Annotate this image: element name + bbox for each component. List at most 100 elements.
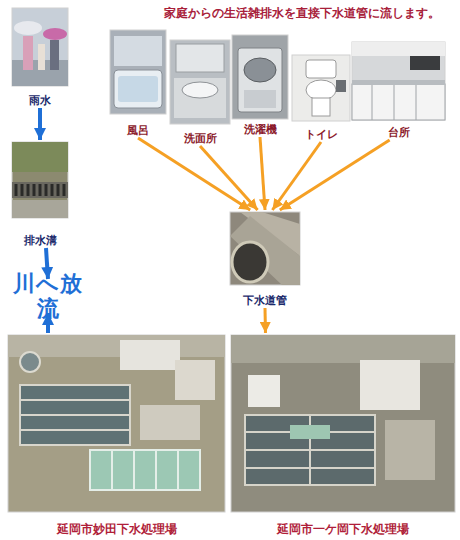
grass <box>12 142 68 172</box>
bathtub <box>114 70 162 108</box>
yard <box>385 420 435 480</box>
washer-photo <box>232 35 288 119</box>
toilet-tank <box>306 60 336 78</box>
photo-node: 排水溝 <box>10 140 70 248</box>
photo-caption: 雨水 <box>29 95 51 108</box>
lower-cabinet <box>352 84 445 120</box>
tank-walls <box>112 450 178 490</box>
flow-arrow <box>138 138 250 210</box>
outflow-node: 川へ放流 <box>2 279 94 313</box>
bath-water <box>118 76 158 102</box>
plant-building <box>175 360 215 400</box>
photo-caption: トイレ <box>305 129 338 142</box>
washer-panel <box>244 90 276 108</box>
covered-tanks <box>90 450 200 490</box>
grate <box>12 182 68 198</box>
photo-caption: 風呂 <box>127 125 149 138</box>
settling-tanks <box>245 415 375 485</box>
flow-arrow <box>38 108 42 140</box>
wall-tile <box>114 36 162 66</box>
flow-arrow <box>264 308 267 333</box>
distant-town <box>8 335 225 357</box>
photo-frame <box>292 55 350 121</box>
photo-frame <box>8 335 225 512</box>
photo-caption: 洗面所 <box>184 133 217 146</box>
photo-frame <box>12 8 68 86</box>
plant-building <box>120 340 180 370</box>
flow-arrow <box>280 140 390 210</box>
plant-building <box>360 360 420 410</box>
distant-town <box>231 335 455 363</box>
settling-tanks <box>20 385 130 445</box>
upper-cabinet <box>352 42 445 56</box>
toilet-seat <box>306 80 336 100</box>
pipe-body <box>230 216 300 285</box>
treatment-plant-photo <box>8 335 225 512</box>
plant-building <box>248 375 280 407</box>
photo-node: 下水道管 <box>228 210 302 308</box>
photo-frame <box>352 42 445 120</box>
photo-caption: 排水溝 <box>24 235 57 248</box>
photo-caption: 台所 <box>388 127 410 140</box>
covered-tank <box>290 425 330 439</box>
umbrella <box>43 28 67 40</box>
tank-walls <box>245 415 375 485</box>
toilet-photo <box>292 55 350 121</box>
photo-node: 洗面所 <box>168 38 232 146</box>
person <box>50 40 59 70</box>
flow-arrow <box>200 146 258 210</box>
umbrella <box>14 21 42 35</box>
pavement <box>12 200 68 218</box>
photo-node: 台所 <box>352 40 446 140</box>
plant-node: 延岡市一ケ岡下水処理場 <box>229 333 457 537</box>
diagram-title: 家庭からの生活雑排水を直接下水道管に流します。 <box>146 6 458 20</box>
person <box>38 44 45 70</box>
flow-arrow <box>46 248 48 279</box>
person <box>23 36 33 70</box>
photo-node: トイレ <box>290 53 352 142</box>
flow-arrow <box>46 313 50 333</box>
drain-photo <box>12 142 68 218</box>
photo-frame <box>12 142 68 218</box>
photo-caption: 下水道管 <box>243 295 287 308</box>
mirror <box>176 44 224 72</box>
pipe-opening <box>232 242 268 282</box>
washer-body <box>238 48 282 112</box>
photo-caption: 延岡市一ケ岡下水処理場 <box>277 523 409 537</box>
outflow-label: 川へ放流 <box>2 271 94 322</box>
washer-drum <box>244 58 276 82</box>
counter <box>174 78 226 118</box>
photo-frame <box>170 40 230 124</box>
photo-node: 雨水 <box>10 6 70 108</box>
photo-caption: 洗濯機 <box>244 124 277 137</box>
cabinet-doors <box>372 84 416 120</box>
bath-photo <box>110 30 166 114</box>
plant-building <box>140 405 200 440</box>
photo-frame <box>232 35 288 119</box>
plant-node: 延岡市妙田下水処理場 <box>6 333 227 537</box>
countertop <box>352 80 445 85</box>
range-hood <box>410 56 440 70</box>
round-tank <box>20 352 40 372</box>
tank-walls <box>20 400 130 430</box>
photo-node: 風呂 <box>108 28 168 138</box>
grate-slots <box>16 184 64 196</box>
flow-arrow <box>260 137 265 210</box>
photo-node: 洗濯機 <box>230 33 290 137</box>
photo-caption: 延岡市妙田下水処理場 <box>57 523 177 537</box>
photo-frame <box>231 335 455 512</box>
rain-photo <box>12 8 68 86</box>
sewer-pipe-photo <box>230 212 300 285</box>
flow-arrow <box>272 142 321 210</box>
toilet-base <box>312 98 330 116</box>
treatment-plant-photo <box>231 335 455 512</box>
toilet-panel <box>336 80 346 92</box>
photo-frame <box>230 212 300 285</box>
photo-frame <box>110 30 166 114</box>
basin <box>182 82 218 98</box>
kitchen-photo <box>352 42 445 120</box>
